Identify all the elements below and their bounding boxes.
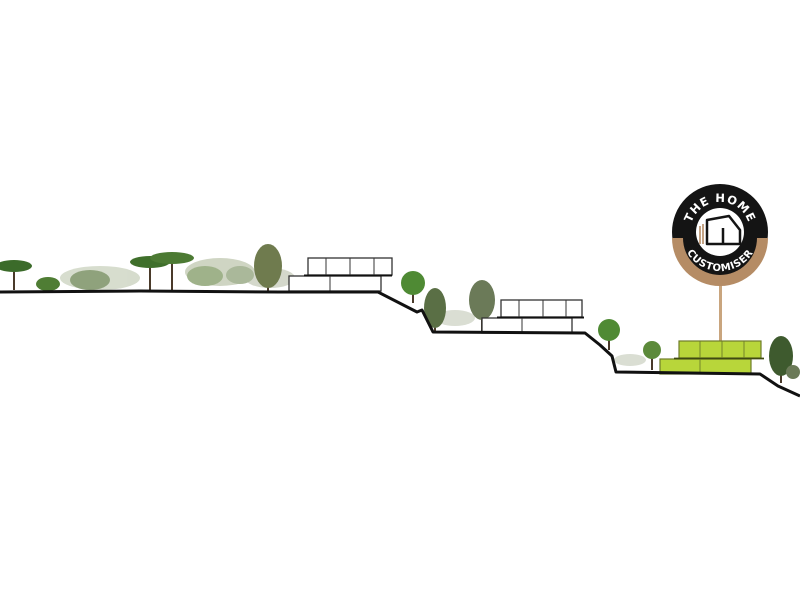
house-2 [481, 299, 584, 334]
tree-conifer-4 [769, 336, 800, 383]
logo-bottom-band [672, 238, 768, 286]
house-3-highlighted [659, 340, 764, 375]
shrub [187, 266, 223, 286]
house-1-lower-floor [288, 275, 382, 292]
tree-conifer-1 [254, 244, 282, 292]
tree-round-2 [598, 319, 620, 350]
tree-acacia-left [0, 260, 32, 290]
tree-acacia-middle [130, 252, 194, 291]
logo-pole [719, 277, 722, 341]
house-slats-icon [699, 224, 704, 244]
the-home-customiser-logo: THE HOME CUSTOMISER [670, 182, 770, 286]
trees [0, 244, 800, 383]
tree-round-3 [643, 341, 661, 370]
tree-round-1 [401, 271, 425, 303]
house-3-upper-floor [678, 340, 762, 359]
house-2-upper-floor [500, 299, 583, 318]
shrub [226, 266, 254, 284]
ground-section-line [0, 289, 800, 398]
tree-conifer-2 [424, 288, 446, 332]
shrub [70, 270, 110, 290]
shrub [36, 277, 60, 291]
house-1 [288, 257, 393, 292]
house-outline-icon [705, 214, 742, 246]
house-2-lower-floor [481, 317, 573, 334]
